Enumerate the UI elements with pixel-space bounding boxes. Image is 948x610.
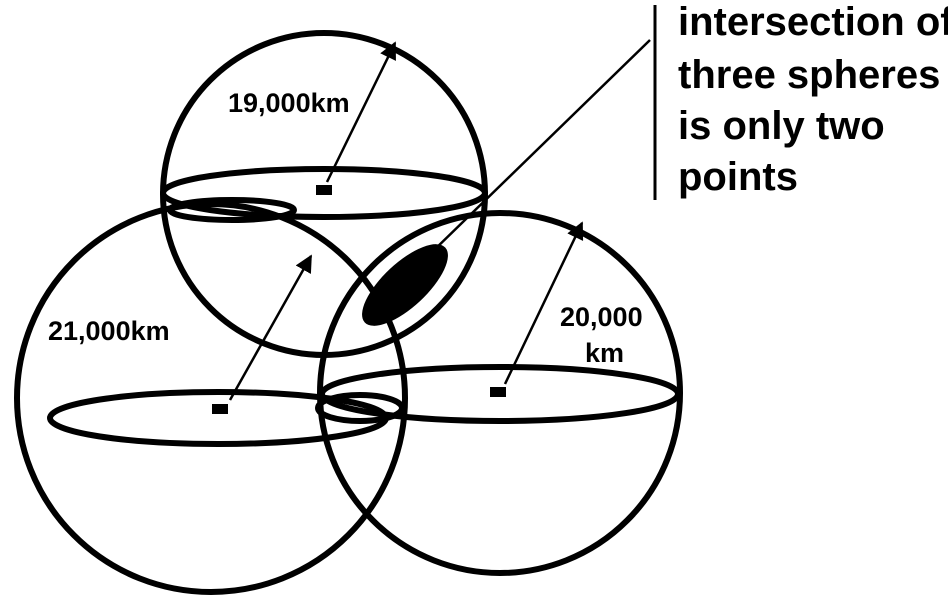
- caption-line-4: points: [678, 155, 798, 199]
- sphere-right-radius-label-line2: km: [585, 338, 624, 368]
- caption-line-3: is only two: [678, 104, 885, 148]
- caption-pointer-line: [429, 39, 651, 255]
- sphere-top-radius-label: 19,000km: [228, 88, 350, 118]
- sphere-left-outline: [14, 201, 408, 595]
- sphere-right-satellite-icon: [490, 387, 506, 397]
- sphere-right-radius-label-line1: 20,000: [560, 302, 643, 332]
- top-left-lens: [167, 197, 297, 223]
- caption-line-1: intersection of: [678, 0, 948, 44]
- sphere-left-radius-arrow: [228, 254, 313, 401]
- sphere-top-equator: [160, 166, 488, 220]
- sphere-top-radius-arrow: [325, 41, 397, 183]
- caption-line-2: three spheres: [678, 53, 940, 97]
- sphere-left-satellite-icon: [212, 404, 228, 414]
- sphere-top: 19,000km: [160, 30, 488, 358]
- sphere-right-radius-arrow: [503, 221, 584, 385]
- sphere-right: 20,000 km: [317, 210, 683, 576]
- caption: intersection of three spheres is only tw…: [678, 0, 948, 199]
- sphere-left-radius-label: 21,000km: [48, 316, 170, 346]
- sphere-top-satellite-icon: [316, 185, 332, 195]
- left-right-lens: [315, 392, 405, 424]
- sphere-right-equator: [319, 364, 681, 424]
- intersection-region: [362, 244, 448, 326]
